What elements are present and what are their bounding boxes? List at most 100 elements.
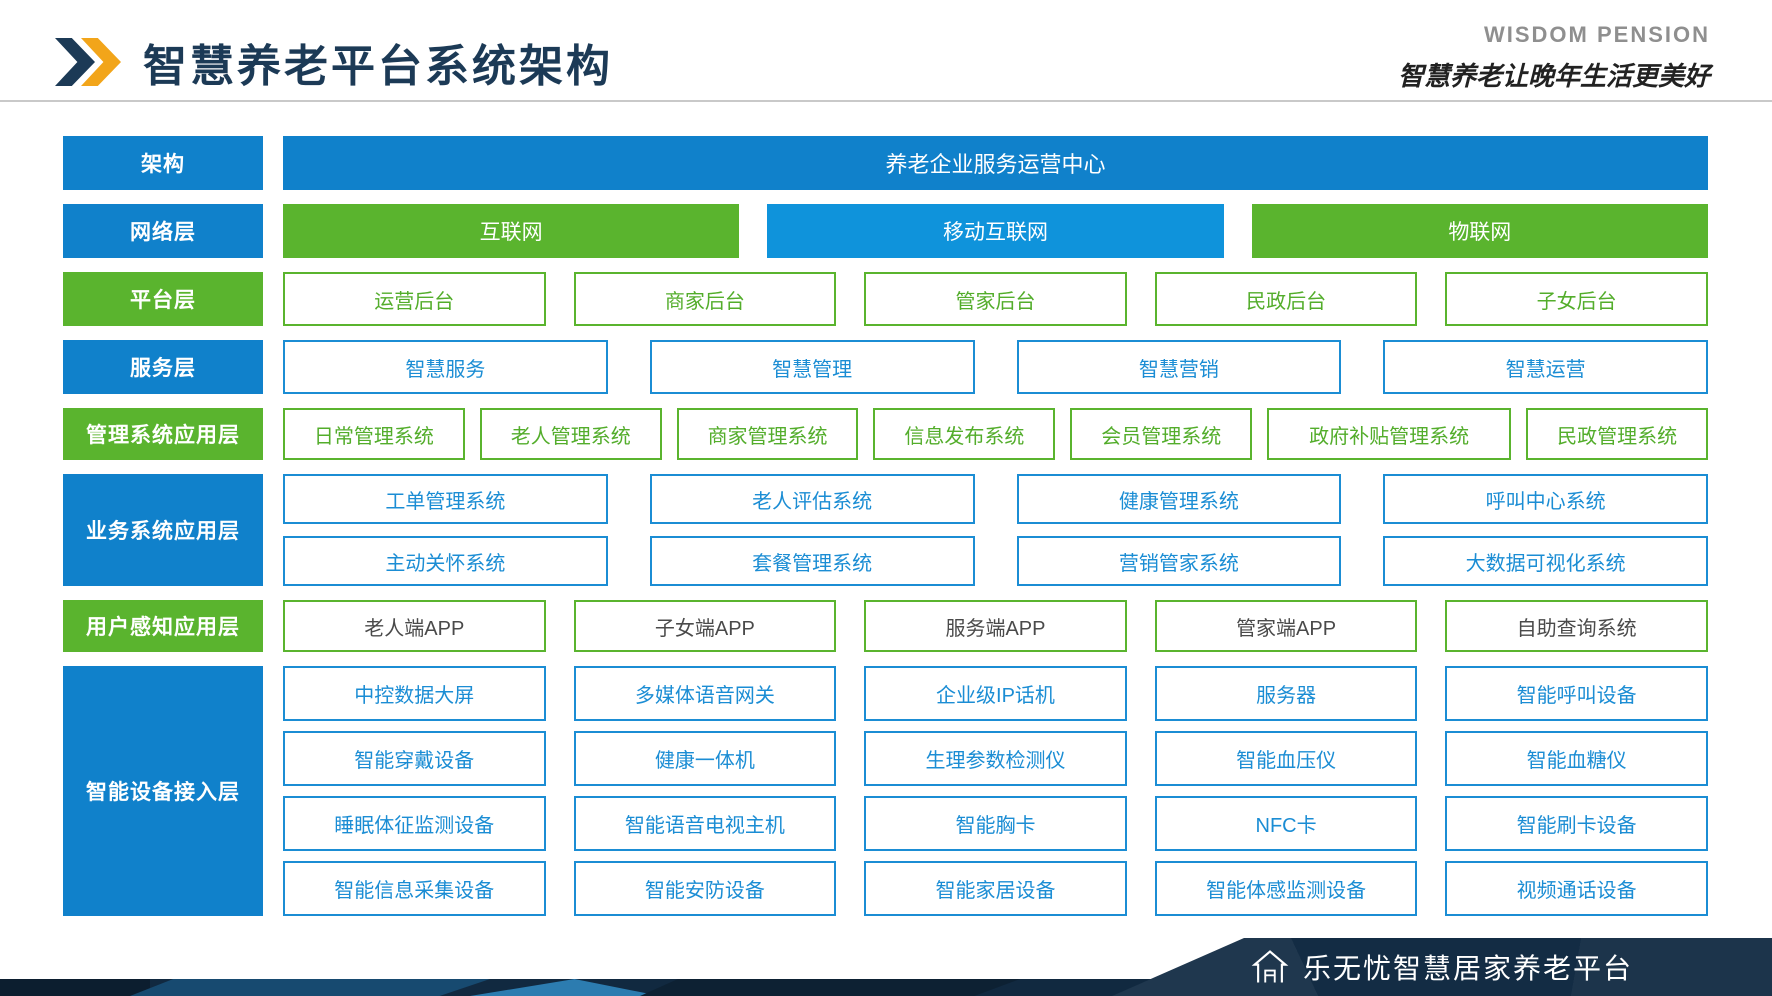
architecture-box: 智能刷卡设备 [1445,796,1708,851]
brand-english-name: WISDOM PENSION [1483,22,1710,47]
architecture-box: 老人评估系统 [649,474,975,524]
footer-bar: 乐无忧智慧居家养老平台 [1112,938,1772,996]
layer-content: 工单管理系统老人评估系统健康管理系统呼叫中心系统主动关怀系统套餐管理系统营销管家… [283,474,1708,586]
architecture-box: 营销管家系统 [1016,536,1342,586]
architecture-box: 智慧服务 [283,340,608,394]
layer-content: 中控数据大屏多媒体语音网关企业级IP话机服务器智能呼叫设备智能穿戴设备健康一体机… [283,666,1708,916]
architecture-box: 智能血压仪 [1154,731,1418,786]
architecture-box: 老人端APP [283,600,546,652]
architecture-box: 健康管理系统 [1016,474,1342,524]
layer-sub-row: 运营后台商家后台管家后台民政后台子女后台 [283,272,1708,326]
architecture-box: 民政管理系统 [1526,408,1709,460]
layer-label: 用户感知应用层 [63,600,263,652]
layer-sub-row: 智能信息采集设备智能安防设备智能家居设备智能体感监测设备视频通话设备 [283,861,1708,916]
footer-facet [0,979,150,996]
architecture-box: 政府补贴管理系统 [1267,408,1512,460]
layer-row-2: 平台层运营后台商家后台管家后台民政后台子女后台 [63,272,1708,326]
architecture-box: 智慧管理 [649,340,975,394]
layer-content: 智慧服务智慧管理智慧营销智慧运营 [283,340,1708,394]
architecture-box: 互联网 [283,204,740,258]
architecture-box: 智能血糖仪 [1445,731,1708,786]
brand-slogan: 智慧养老让晚年生活更美好 [1397,62,1710,91]
architecture-box: 智慧运营 [1383,340,1708,394]
layer-row-6: 用户感知应用层老人端APP 子女端APP 服务端APP 管家端APP 自助查询系统 [63,600,1708,652]
architecture-box: 视频通话设备 [1445,861,1708,916]
footer-facet [640,979,1020,996]
layer-content: 互联网移动互联网物联网 [283,204,1708,258]
brand-block: 智慧养老平台系统架构 [55,30,613,94]
architecture-box: 主动关怀系统 [283,536,608,586]
layer-label: 平台层 [63,272,263,326]
architecture-box: 工单管理系统 [283,474,608,524]
layer-label: 管理系统应用层 [63,408,263,460]
architecture-box: 信息发布系统 [873,408,1056,460]
architecture-box: 商家管理系统 [676,408,859,460]
architecture-box: 智能呼叫设备 [1445,666,1708,721]
architecture-box: 智能穿戴设备 [283,731,546,786]
architecture-box: 老人管理系统 [479,408,662,460]
architecture-box: 智能家居设备 [864,861,1127,916]
layer-row-4: 管理系统应用层日常管理系统老人管理系统商家管理系统信息发布系统会员管理系统政府补… [63,408,1709,460]
layer-sub-row: 主动关怀系统套餐管理系统营销管家系统大数据可视化系统 [283,536,1708,586]
architecture-box: 智能体感监测设备 [1154,861,1418,916]
layer-row-7: 智能设备接入层中控数据大屏多媒体语音网关企业级IP话机服务器智能呼叫设备智能穿戴… [63,666,1708,916]
architecture-box: 运营后台 [283,272,546,326]
architecture-box: 民政后台 [1154,272,1418,326]
architecture-box: 智能安防设备 [573,861,837,916]
layer-label: 架构 [63,136,263,190]
layer-sub-row: 养老企业服务运营中心 [283,136,1708,190]
footer-strip [0,979,1772,996]
architecture-box: 呼叫中心系统 [1383,474,1708,524]
layer-label: 智能设备接入层 [63,666,263,916]
layer-sub-row: 日常管理系统老人管理系统商家管理系统信息发布系统会员管理系统政府补贴管理系统民政… [283,408,1709,460]
layer-row-3: 服务层智慧服务智慧管理智慧营销智慧运营 [63,340,1708,394]
architecture-box: 套餐管理系统 [649,536,975,586]
page-title: 智慧养老平台系统架构 [143,42,613,91]
architecture-box: 多媒体语音网关 [573,666,837,721]
architecture-box: 自助查询系统 [1445,600,1708,652]
architecture-box: 商家后台 [573,272,837,326]
architecture-box: 子女端APP [573,600,837,652]
layer-content: 运营后台商家后台管家后台民政后台子女后台 [283,272,1708,326]
layer-row-0: 架构养老企业服务运营中心 [63,136,1708,190]
layer-sub-row: 智慧服务智慧管理智慧营销智慧运营 [283,340,1708,394]
architecture-box: 企业级IP话机 [864,666,1127,721]
architecture-box: 养老企业服务运营中心 [283,136,1708,190]
brand-right: WISDOM PENSION 智慧养老让晚年生活更美好 [1398,22,1710,93]
footer-facet [130,979,490,996]
layer-content: 日常管理系统老人管理系统商家管理系统信息发布系统会员管理系统政府补贴管理系统民政… [283,408,1709,460]
layer-label: 网络层 [63,204,263,258]
architecture-box: 大数据可视化系统 [1383,536,1708,586]
layer-content: 老人端APP 子女端APP 服务端APP 管家端APP 自助查询系统 [283,600,1708,652]
layer-row-1: 网络层互联网移动互联网物联网 [63,204,1708,258]
layer-label: 服务层 [63,340,263,394]
layer-content: 养老企业服务运营中心 [283,136,1708,190]
layer-sub-row: 中控数据大屏多媒体语音网关企业级IP话机服务器智能呼叫设备 [283,666,1708,721]
architecture-box: 管家后台 [864,272,1127,326]
architecture-box: NFC卡 [1154,796,1418,851]
layer-sub-row: 老人端APP 子女端APP 服务端APP 管家端APP 自助查询系统 [283,600,1708,652]
architecture-box: 智慧营销 [1016,340,1342,394]
architecture-box: 睡眠体征监测设备 [283,796,546,851]
layer-sub-row: 智能穿戴设备健康一体机生理参数检测仪智能血压仪智能血糖仪 [283,731,1708,786]
architecture-grid: 架构养老企业服务运营中心网络层互联网移动互联网物联网平台层运营后台商家后台管家后… [63,136,1709,916]
architecture-box: 服务端APP [864,600,1127,652]
architecture-box: 智能信息采集设备 [283,861,546,916]
architecture-box: 子女后台 [1445,272,1708,326]
architecture-box: 会员管理系统 [1070,408,1253,460]
layer-row-5: 业务系统应用层工单管理系统老人评估系统健康管理系统呼叫中心系统主动关怀系统套餐管… [63,474,1708,586]
architecture-box: 管家端APP [1154,600,1418,652]
slide-header: 智慧养老平台系统架构 WISDOM PENSION 智慧养老让晚年生活更美好 [0,0,1772,102]
house-logo-icon [1251,950,1289,983]
architecture-box: 中控数据大屏 [283,666,546,721]
footer-platform-name: 乐无忧智慧居家养老平台 [1302,953,1633,984]
layer-label: 业务系统应用层 [63,474,263,586]
architecture-box: 移动互联网 [767,204,1224,258]
layer-sub-row: 工单管理系统老人评估系统健康管理系统呼叫中心系统 [283,474,1708,524]
architecture-box: 生理参数检测仪 [864,731,1127,786]
architecture-box: 日常管理系统 [283,408,465,460]
architecture-box: 物联网 [1251,204,1708,258]
layer-sub-row: 互联网移动互联网物联网 [283,204,1708,258]
